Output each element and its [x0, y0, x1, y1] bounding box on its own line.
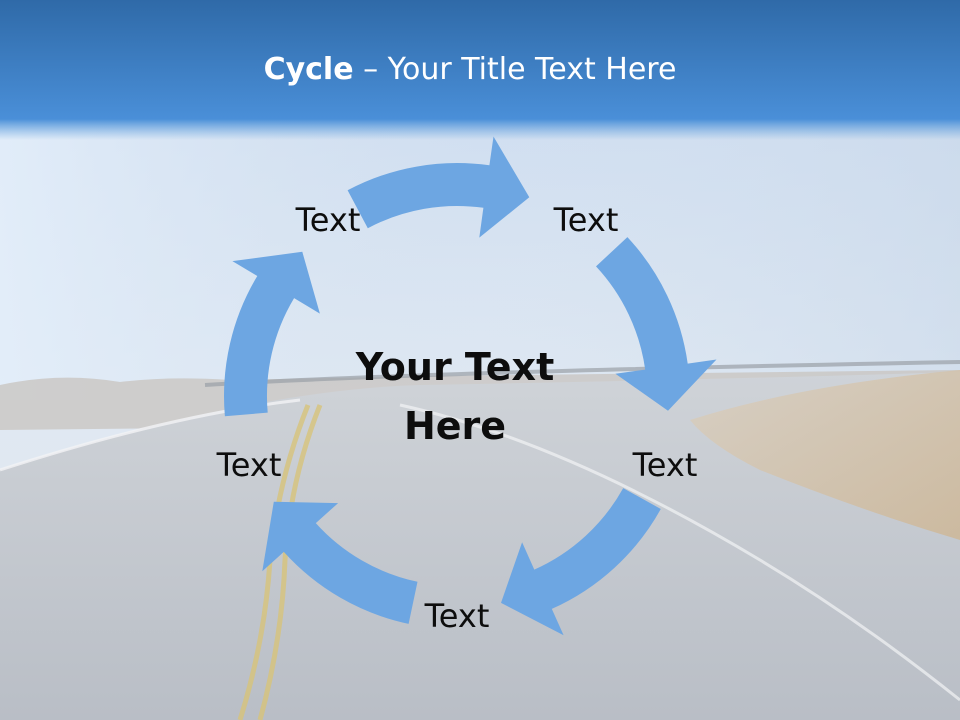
cycle-arrow-4 [262, 501, 418, 624]
cycle-node-label-2: Text [553, 201, 619, 239]
cycle-arrow-1 [347, 136, 530, 238]
center-text-line-1: Your Text [355, 345, 555, 390]
cycle-arrow-2 [596, 237, 717, 411]
center-text: Your Text Here [305, 338, 605, 456]
cycle-arrow-5 [224, 251, 320, 417]
cycle-arrow-3 [501, 488, 661, 636]
cycle-node-label-5: Text [216, 446, 282, 484]
title-bold: Cycle [263, 52, 354, 87]
cycle-node-label-3: Text [632, 446, 698, 484]
cycle-node-label-4: Text [424, 597, 490, 635]
cycle-node-label-1: Text [295, 201, 361, 239]
slide-title: Cycle – Your Title Text Here [0, 52, 940, 87]
center-text-line-2: Here [403, 404, 507, 448]
title-rest: – Your Title Text Here [353, 52, 677, 87]
